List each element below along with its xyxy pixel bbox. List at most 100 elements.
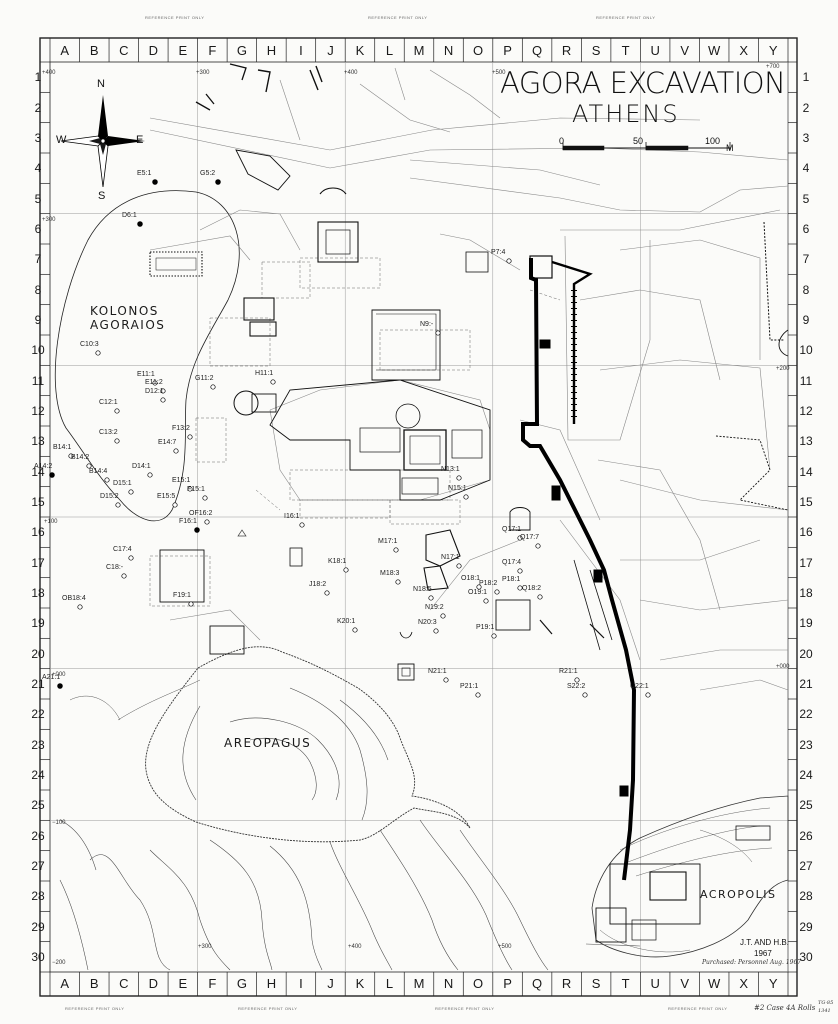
compass-north: N — [97, 78, 105, 90]
excavation-point-marker — [114, 438, 120, 444]
row-label-right: 14 — [799, 464, 813, 479]
row-label-left: 6 — [34, 221, 42, 236]
excavation-point-marker — [77, 604, 83, 610]
row-label-right: 27 — [799, 858, 813, 873]
column-label-top: K — [355, 43, 365, 58]
credit-year: 1967 — [754, 949, 772, 958]
row-label-right: 28 — [799, 889, 813, 904]
excavation-point-label: S22:2 — [567, 683, 586, 690]
row-label-right: 6 — [802, 221, 810, 236]
row-label-right: 4 — [802, 161, 810, 176]
row-label-left: 23 — [31, 737, 45, 752]
column-label-top: O — [472, 43, 484, 58]
excavation-point-label: K18:1 — [328, 558, 347, 565]
column-label-bottom: Y — [768, 976, 778, 991]
excavation-point-marker — [324, 590, 330, 596]
excavation-point-marker — [537, 594, 543, 600]
acropolis-rock — [591, 795, 789, 958]
excavation-point-marker — [115, 502, 121, 508]
excavation-point-marker — [104, 477, 110, 483]
column-label-top: F — [208, 43, 217, 58]
row-label-right: 11 — [799, 373, 813, 388]
excavation-points — [49, 179, 651, 698]
row-label-left: 4 — [34, 161, 42, 176]
row-label-right: 10 — [799, 343, 813, 358]
row-label-left: 26 — [31, 828, 45, 843]
excavation-point-marker — [393, 547, 399, 553]
excavation-point-label: P21:1 — [460, 683, 479, 690]
excavation-point-marker — [343, 567, 349, 573]
excavation-point-label: OB18:4 — [62, 595, 86, 602]
reference-note-top-2: REFERENCE PRINT ONLY — [368, 15, 428, 20]
row-label-left: 29 — [31, 919, 45, 934]
column-label-bottom: L — [385, 976, 394, 991]
excavation-point-label: G11:2 — [195, 375, 214, 382]
column-label-top: B — [89, 43, 99, 58]
row-label-right: 23 — [799, 737, 813, 752]
coord-bottom-400: +400 — [348, 944, 362, 950]
excavation-point-label: F15:1 — [187, 486, 205, 493]
excavation-point-marker — [574, 677, 580, 683]
row-label-right: 3 — [802, 130, 810, 145]
excavation-point-marker — [517, 535, 523, 541]
scale-unit: M — [726, 143, 734, 153]
excavation-point-label: E15:1 — [172, 477, 191, 484]
row-label-right: 9 — [802, 312, 810, 327]
coord-bottom-300: +300 — [198, 944, 212, 950]
excavation-point-marker — [95, 350, 101, 356]
excavation-point-marker — [204, 519, 210, 525]
excavation-point-label: K20:1 — [337, 618, 356, 625]
column-label-bottom: W — [708, 976, 721, 991]
column-label-top: P — [503, 43, 512, 58]
row-label-left: 5 — [34, 191, 42, 206]
row-label-left: 21 — [31, 676, 45, 691]
excavation-point-marker — [188, 601, 194, 607]
excavation-point-label: A14:2 — [34, 463, 53, 470]
handwritten-code-2: 1341 — [818, 1008, 831, 1014]
post-herulian-wall — [521, 258, 637, 881]
row-label-left: 3 — [34, 130, 42, 145]
compass-west: W — [56, 134, 67, 146]
region-areopagus: AREOPAGUS — [224, 736, 312, 750]
areopagus-outline — [145, 646, 471, 843]
column-label-top: C — [119, 43, 129, 58]
handwritten-margin: #2 Case 4A Rolls — [754, 1004, 816, 1012]
excavation-point-label: N20:3 — [418, 619, 437, 626]
excavation-point-marker — [435, 330, 441, 336]
excavation-point-label: A21:1 — [42, 674, 61, 681]
row-label-right: 21 — [799, 676, 813, 691]
row-label-right: 30 — [799, 949, 813, 964]
excavation-point-label: E14:7 — [158, 439, 177, 446]
coord-left-300: +300 — [42, 217, 56, 223]
column-label-bottom: P — [503, 976, 512, 991]
coord-top-300: +300 — [196, 70, 210, 76]
coord-top-400: +400 — [344, 70, 358, 76]
row-label-left: 27 — [31, 858, 45, 873]
excavation-point-marker — [187, 486, 193, 492]
row-label-right: 2 — [802, 100, 810, 115]
scale-fifty: 50 — [633, 136, 644, 146]
compass-south: S — [98, 190, 106, 202]
excavation-point-label: OF16:2 — [189, 510, 213, 517]
coord-left-m100: −100 — [52, 820, 66, 826]
coord-left-100: +100 — [44, 519, 58, 525]
column-label-bottom: M — [413, 976, 425, 991]
excavation-point-marker — [152, 380, 158, 386]
column-label-top: H — [266, 43, 277, 58]
column-label-bottom: R — [561, 976, 572, 991]
column-label-bottom: D — [148, 976, 158, 991]
kolonos-contour — [54, 190, 240, 522]
excavation-point-label: O18:1 — [461, 575, 481, 582]
row-label-right: 8 — [802, 282, 810, 297]
row-label-left: 24 — [31, 767, 45, 782]
excavation-point-label: P7:4 — [491, 249, 506, 256]
reference-note-bottom-3: REFERENCE PRINT ONLY — [435, 1006, 495, 1011]
column-label-top: Y — [768, 43, 778, 58]
map-subtitle: ATHENS — [572, 100, 680, 128]
column-label-top: M — [413, 43, 425, 58]
excavation-point-label: D12:1 — [145, 388, 164, 395]
excavation-point-marker — [475, 692, 481, 698]
reference-note-top-1: REFERENCE PRINT ONLY — [145, 15, 205, 20]
excavation-point-marker — [582, 692, 588, 698]
